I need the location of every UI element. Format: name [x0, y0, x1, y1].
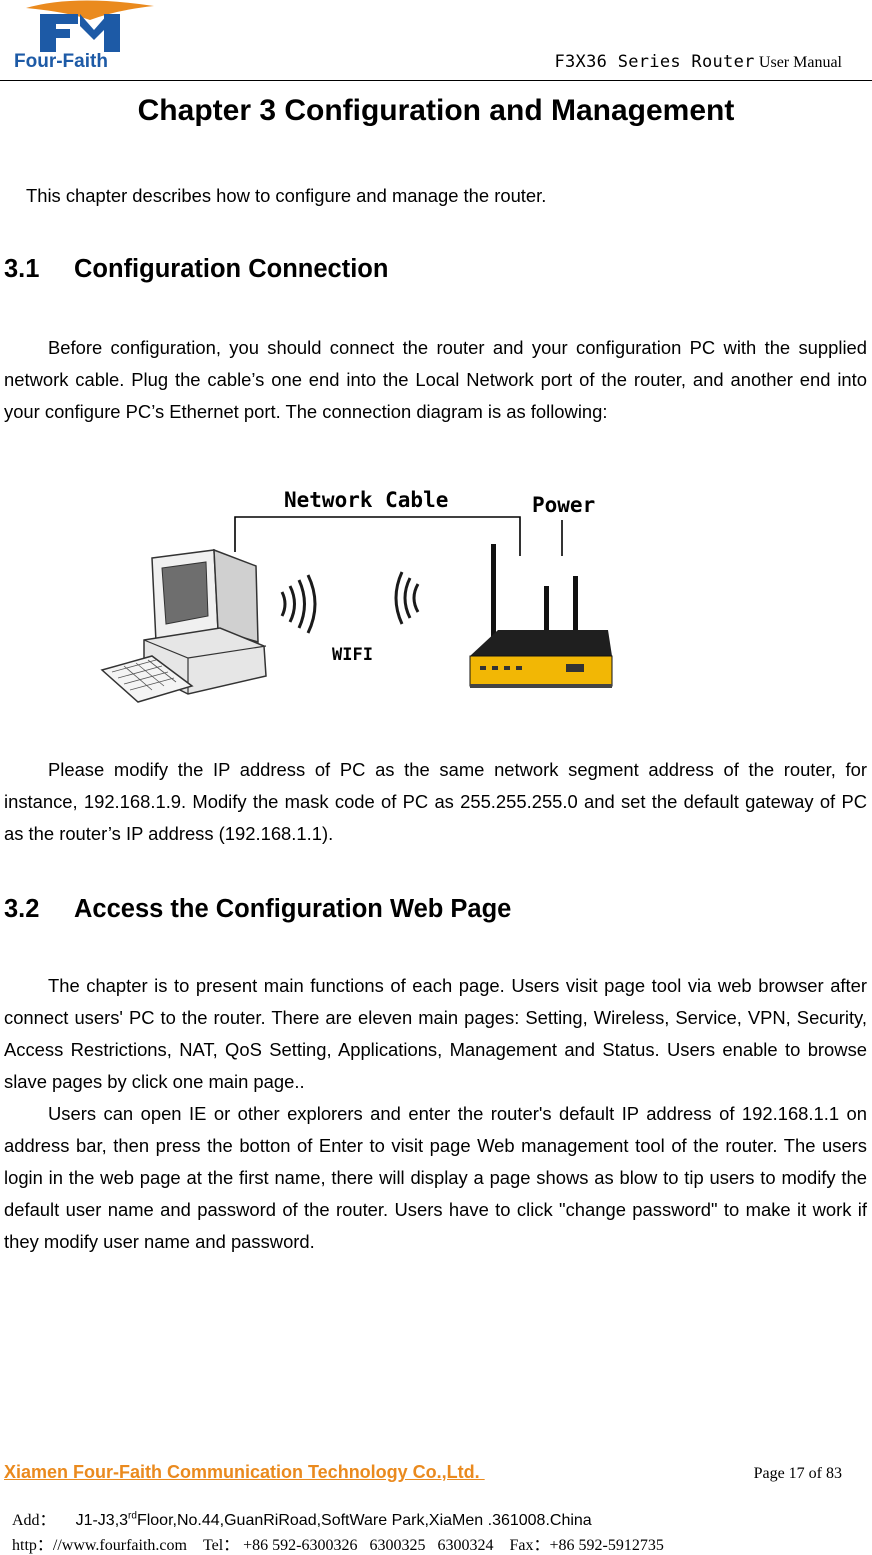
wifi-signal-icon	[280, 571, 420, 634]
login-paragraph: Users can open IE or other explorers and…	[4, 1103, 867, 1252]
intro-text: This chapter describes how to configure …	[26, 185, 547, 206]
section-title: Access the Configuration Web Page	[74, 895, 512, 923]
network-cable-line	[234, 516, 563, 556]
chapter-title: Chapter 3 Configuration and Management	[137, 94, 735, 127]
section-number: 3.1	[4, 255, 40, 283]
footer-contact: http：//www.fourfaith.com Tel： +86 592-630…	[4, 1513, 680, 1555]
wifi-label: WIFI	[332, 645, 373, 665]
page-number: Page 17 of 83	[753, 1465, 842, 1482]
fax: Fax：+86 592-5912735	[509, 1537, 664, 1554]
manual-label: User Manual	[758, 54, 842, 71]
pc-icon	[100, 548, 267, 703]
router-icon	[469, 544, 613, 688]
website-link[interactable]: http：//www.fourfaith.com	[12, 1537, 187, 1554]
header-title: F3X36 Series Router User Manual	[554, 52, 842, 72]
product-name: F3X36 Series Router	[554, 52, 755, 72]
header-divider	[0, 80, 872, 81]
footer-company-link[interactable]: Xiamen Four-Faith Communication Technolo…	[4, 1462, 485, 1482]
logo-text: Four-Faith	[14, 51, 108, 72]
footer-address: Add： J1-J3,3rdFloor,No.44,GuanRiRoad,Sof…	[4, 1488, 592, 1530]
web-pages-paragraph: The chapter is to present main functions…	[4, 975, 867, 1092]
network-cable-label: Network Cable	[284, 488, 448, 512]
connection-paragraph: Before configuration, you should connect…	[4, 337, 867, 422]
section-heading-3-2: 3.2 Access the Configuration Web Page	[4, 895, 511, 924]
power-label: Power	[532, 493, 595, 517]
section-heading-3-1: 3.1 Configuration Connection	[4, 255, 388, 284]
telephone: Tel： +86 592-6300326 6300325 6300324	[202, 1537, 494, 1554]
ip-config-paragraph: Please modify the IP address of PC as th…	[4, 759, 867, 844]
four-faith-logo: Four-Faith	[4, 0, 174, 74]
address-value: J1-J3,3rdFloor,No.44,GuanRiRoad,SoftWare…	[75, 1510, 592, 1529]
address-label: Add：	[12, 1512, 56, 1529]
section-title: Configuration Connection	[74, 255, 389, 283]
connection-diagram: Network Cable Power WIFI	[96, 480, 626, 710]
section-number: 3.2	[4, 895, 40, 923]
